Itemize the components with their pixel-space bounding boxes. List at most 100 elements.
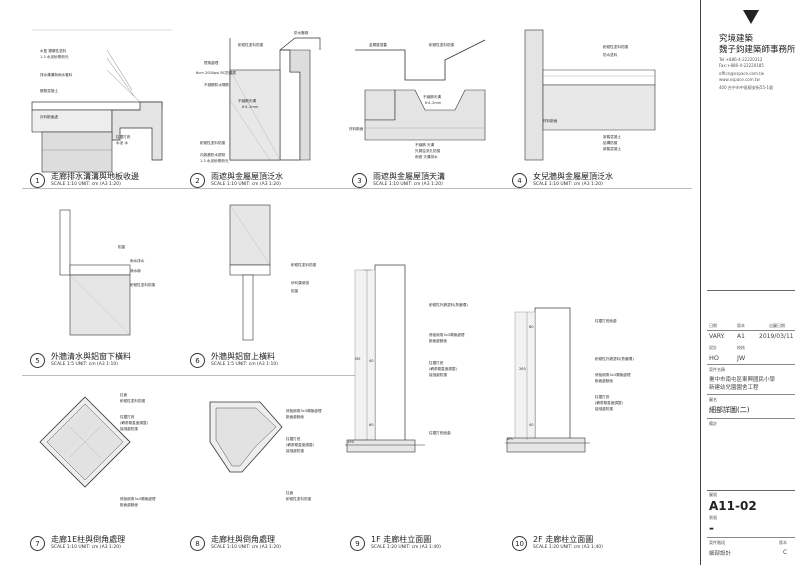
header-sheet: 圖名 [709,397,717,402]
detail-4-drawing: 耐候性塗料防護 防水塗料 材料斷面 新舊混凝土 結構防護 新舊混凝土 [524,29,656,161]
firm-email: office@xspace.com.tw [719,71,765,76]
divider [707,330,795,331]
detail-4-number: 4 [512,173,527,188]
issue-date: 2019/03/11 [759,333,794,340]
grid-line [22,188,692,189]
detail-7-label-2: 柱櫃打底 [120,414,135,419]
stage: 細部設計 [709,551,732,557]
detail-3-label-3: th1.2mm [425,101,442,105]
detail-3-label-2: 不鏽鋼天溝 [423,94,441,99]
detail-7-label-3: (轉角緊直度調整) [120,420,149,425]
detail-2-label-0: 防水壓條 [294,30,309,35]
detail-4-label-5: 新舊混凝土 [603,146,621,151]
detail-4-title: 女兒牆與金屬屋頂泛水 [533,172,613,181]
detail-9-title: 1F 走廊柱立面圖 [371,535,432,544]
detail-3-number: 3 [352,173,367,188]
detail-5-label-2: 滴水線 [130,268,141,273]
detail-4-label-0: 耐候性塗料防護 [603,44,629,49]
detail-9-label-9: MS [355,357,361,361]
checker: JW [737,354,746,362]
detail-8-label-4: 接縫處防護 [286,448,304,453]
detail-8-scale: SCALE 1:10 UNIT: cm (A3 1:20) [211,545,281,550]
detail-10-drawing: 2FL 265 60 40 柱櫃打底面處 耐候性外牆塗料(熱鍍環) 修板倒角3x… [505,307,634,453]
detail-5-title: 外牆清水與鋁窗下橫料 [51,352,131,361]
detail-4-label-3: 新舊混凝土 [603,134,621,139]
detail-2-label-7: 1.3 水泥砂漿粉光 [200,158,229,163]
header-remark: 備註 [709,421,717,426]
detail-7-number: 7 [30,536,45,551]
detail-7-drawing: 柱面 耐候性塗料防護 柱櫃打底 (轉角緊直度調整) 接縫處防護 修板倒角3x3屬… [39,392,156,507]
detail-5-drawing: 鋁窗 雨水排水 滴水線 耐候性塗料防護 [59,209,156,336]
detail-9-label-10: 40 [369,359,374,363]
detail-9-scale: SCALE 1:20 UNIT: cm (A3 1:40) [371,545,441,550]
detail-3-title: 雨遮與金屬屋頂天溝 [373,172,445,181]
detail-10-scale: SCALE 1:20 UNIT: cm (A3 1:40) [533,545,603,550]
divider [707,394,795,395]
detail-7-scale: SCALE 1:10 UNIT: cm (A3 1:20) [51,545,121,550]
detail-8-title: 走廊柱與倒角處理 [211,535,275,544]
firm-tel: Tel:+886-4-22220312 [719,57,763,62]
detail-1-label-3: 鋼筋混凝土 [40,88,58,93]
detail-8-label-1: 斷面處斷面 [286,414,304,419]
detail-1-label-2: 排水溝溝與雨水管料 [40,72,73,77]
detail-8-drawing: 修板倒角3x3屬棱處理 斷面處斷面 柱櫃打底 (轉角緊直度調整) 接縫處防護 柱… [209,401,322,501]
sheet-number: - [709,521,714,535]
detail-4-label-1: 防水塗料 [603,52,618,57]
detail-2-label-4: 不銹鋼防水隔熱 [204,82,230,87]
detail-10-label-0: 柱櫃打底面處 [595,318,617,323]
detail-6-label-0: 耐候性塗料防護 [291,262,317,267]
detail-3-label-4: 材料斷面 [349,126,364,131]
detail-2-label-2: 鐵角處理 [204,60,219,65]
detail-7-label-0: 柱面 [120,392,128,397]
detail-3-label-7: 雨遮 天溝排水 [415,154,438,159]
firm-address: 400 台中市中區綏安街55-1號 [719,85,773,90]
header-sheet-no: 張號 [709,515,717,520]
detail-4-scale: SCALE 1:10 UNIT: cm (A3 1:20) [533,182,603,187]
detail-9-label-11: 60 [369,423,374,427]
detail-8-label-6: 耐候性塗料防護 [286,496,312,501]
detail-6-drawing: 耐候性塗料防護 矽利康填縫 鋁窗 [229,204,317,341]
detail-2-drawing: 耐候性塗料防護 防水壓條 鐵角處理 6cm 2000psi RC防護層 不銹鋼防… [196,30,321,163]
detail-10-label-7: 2FL [507,437,513,441]
detail-10-label-10: 60 [529,325,534,329]
divider [707,364,795,365]
detail-1-label-0: 水藍 銀礦性塗料 [40,48,67,53]
detail-2-number: 2 [190,173,205,188]
detail-1-label-1: 1.3 水泥砂漿粉光 [40,54,69,59]
detail-7-label-1: 耐候性塗料防護 [120,398,146,403]
grid-line [22,375,357,376]
detail-5-number: 5 [30,353,45,368]
divider [707,418,795,419]
detail-10-label-8: 265 [519,367,526,371]
detail-2-label-5: 耐候性塗料防護 [200,140,226,145]
detail-5-scale: SCALE 1:5 UNIT: cm (A3 1:10) [51,362,118,367]
firm-fax: Fax:+886-4-22220185 [719,63,764,68]
detail-10-label-3: 斷面處斷面 [595,378,613,383]
project-name-2: 新建幼兒園園舍工程 [709,385,759,391]
detail-10-number: 10 [512,536,527,551]
header-issue-date: 出圖日期 [769,323,785,328]
firm-name-1: 究境建築 [719,34,754,44]
detail-7-title: 走廊1E柱與倒角處理 [51,535,126,544]
divider [707,490,795,491]
detail-2-label-3: 6cm 2000psi RC防護層 [196,70,236,75]
detail-3-drawing: 金屬屋頂蓋 耐候性塗料防護 不鏽鋼天溝 th1.2mm 材料斷面 不鏽鋼 天溝 … [349,39,486,159]
detail-1-label-8: 柱櫃打底 [116,134,131,139]
detail-2-label-6: 內斂牆防水膠劑 [200,152,226,157]
detail-10-label-6: 接縫處防護 [595,406,613,411]
divider [707,290,795,291]
detail-3-label-5: 不鏽鋼 天溝 [415,142,435,147]
detail-10-label-5: (轉角緊直度調整) [595,400,624,405]
detail-3-label-1: 耐候性塗料防護 [429,42,455,47]
firm-name-2: 魏子鈞建築師事務所 [719,45,796,55]
paper-size: A1 [737,333,745,340]
detail-10-label-9: 40 [529,423,534,427]
detail-4-label-4: 結構防護 [603,140,618,145]
revision: VARY. [709,333,725,340]
header-date: 日期 [709,323,717,328]
detail-9-label-4: (轉角緊直度調整) [429,366,458,371]
drawing-number: A11-02 [709,499,757,513]
header-drawing-no: 圖號 [709,492,717,497]
detail-2-label-8: 不鏽鋼天溝 [238,98,256,103]
